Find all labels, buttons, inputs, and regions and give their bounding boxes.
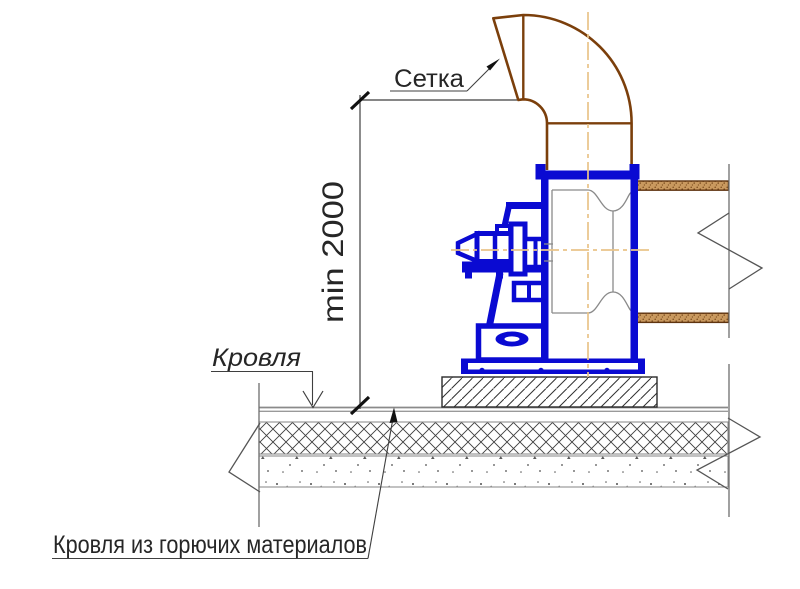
roof-leader-open-arrow	[302, 390, 324, 409]
centerlines	[451, 12, 649, 377]
dimension-text: min 2000	[317, 181, 350, 323]
elbow-outline	[492, 13, 633, 170]
duct-top-wall	[633, 180, 730, 191]
bracket-top-bar	[506, 202, 545, 209]
label-mesh: Сетка	[390, 58, 500, 93]
shelf-tab-1	[465, 272, 472, 279]
dimension-min-2000: min 2000	[317, 90, 517, 416]
roof-insulation-layer	[258, 421, 729, 455]
horizontal-duct	[633, 164, 764, 338]
combustible-roof-label-text: Кровля из горючих материалов	[53, 531, 367, 559]
base-frame	[461, 358, 645, 374]
plinth-hatched-block	[441, 376, 658, 408]
duct-break-mark	[696, 212, 764, 290]
roof-concrete-layer	[258, 455, 729, 488]
combustible-roof-leader-arrow	[389, 407, 398, 423]
electric-motor	[455, 221, 549, 277]
dimension-tick-bottom	[349, 395, 371, 416]
roof-label-text: Кровля	[212, 344, 301, 372]
impeller-bottom-profile	[552, 291, 633, 314]
roof-right-break-mark	[695, 417, 762, 490]
label-combustible-roof: Кровля из горючих материалов	[52, 407, 398, 560]
casing-left-wall	[541, 179, 549, 361]
dimension-tick-top	[349, 90, 371, 111]
fan-assembly	[455, 164, 645, 374]
duct-bottom-wall	[633, 312, 730, 324]
exhaust-elbow-duct	[492, 13, 633, 170]
motor-shelf	[462, 261, 543, 273]
roof-structure	[228, 364, 762, 527]
mesh-label-text: Сетка	[394, 65, 464, 93]
bracket-lower-slant	[485, 272, 504, 329]
casing-right-wall	[630, 179, 638, 361]
mounting-plinth	[441, 376, 658, 408]
fan-impeller	[551, 189, 633, 314]
combustible-roof-leader-line	[367, 420, 394, 559]
pedestal-handle-hole	[504, 336, 520, 342]
label-roof: Кровля	[211, 344, 324, 409]
impeller-top-profile	[552, 189, 633, 212]
mesh-leader-arrow	[486, 58, 500, 71]
roof-left-break-mark	[228, 422, 261, 493]
motor-nose	[455, 230, 480, 265]
